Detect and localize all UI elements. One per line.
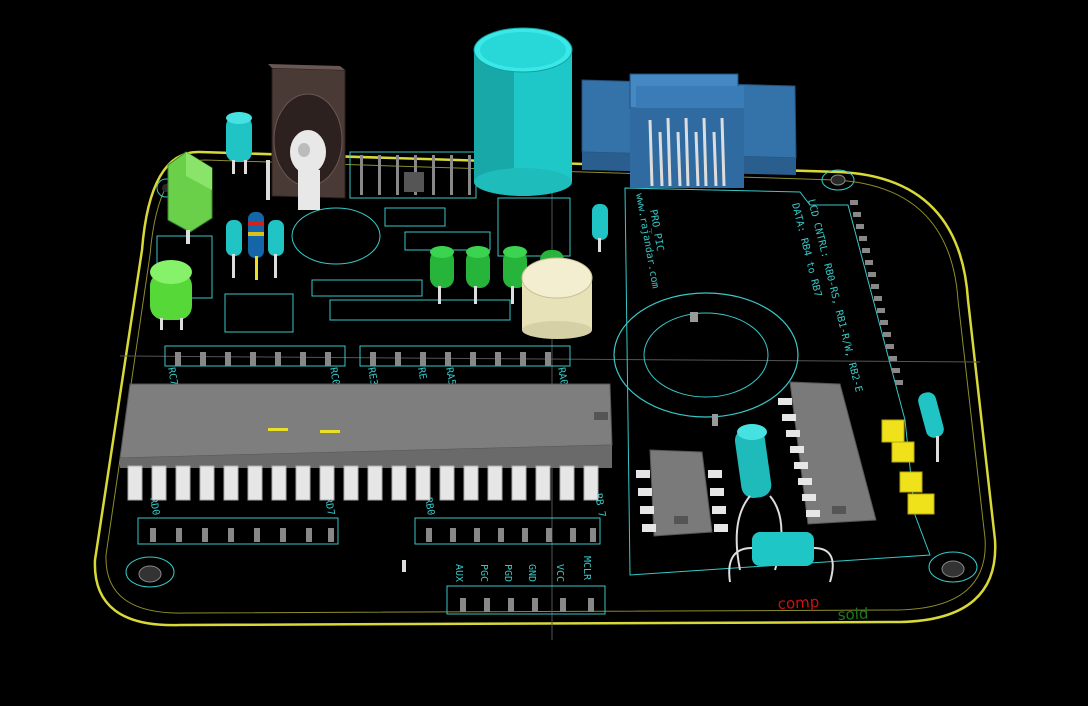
port-labels-top: RC7 RC0 RE3 RE 0 RA5 RA0 [165, 367, 569, 393]
silk-aux: AUX [453, 564, 464, 582]
small-capacitor-cyan-3 [592, 204, 608, 252]
resistor-blue [248, 212, 264, 280]
board-outline-inner [105, 159, 986, 614]
layer-label-comp: comp [777, 593, 819, 613]
dc-power-jack [266, 64, 346, 210]
port-d-header [137, 517, 339, 545]
icsp-header: AUX PGC PGD GND VCC MCLR [446, 556, 606, 615]
buzzer [521, 257, 593, 339]
silk-pgd: PGD [502, 564, 513, 582]
resistor-cyan-horizontal [728, 532, 834, 583]
silk-rc0: RC0 [327, 367, 341, 387]
small-capacitor-cyan-2 [226, 220, 284, 278]
ic-dip16 [778, 381, 877, 525]
electrolytic-capacitor-large [473, 27, 573, 196]
speaker-outline [613, 292, 799, 418]
silk-pgc: PGC [478, 564, 489, 582]
silk-mclr: MCLR [581, 556, 592, 581]
layer-label-sold: sold [837, 604, 869, 624]
small-capacitor-cyan-4 [918, 392, 944, 462]
lcd-pin-header [850, 200, 903, 385]
port-labels-bottom: RD0 RD7 RB0 RB 7 [147, 493, 607, 519]
db9-serial-connector [581, 73, 797, 188]
silk-ra0: RA0 [555, 367, 569, 387]
microcontroller-pins [127, 465, 599, 501]
microcontroller-dip40 [119, 383, 613, 468]
silk-vcc: VCC [554, 564, 565, 582]
mounting-hole-bl [125, 556, 175, 588]
voltage-regulator [167, 151, 213, 244]
header-block [360, 155, 471, 195]
silk-rc7: RC7 [165, 367, 179, 387]
port-b-header [414, 517, 601, 545]
small-capacitor-cyan-1 [226, 112, 252, 174]
silk-re3: RE3 [365, 367, 379, 387]
resistor-array-row [164, 345, 571, 367]
mounting-hole-br [928, 551, 978, 583]
silk-rd7: RD7 [322, 497, 336, 517]
led-green-large [150, 260, 192, 330]
led-yellow-group [881, 419, 935, 515]
mounting-hole-tr [821, 169, 855, 191]
silk-rd0: RD0 [147, 497, 161, 517]
silk-rb0: RB0 [422, 497, 436, 517]
ic-dip8 [636, 449, 728, 537]
silk-gnd: GND [526, 564, 537, 582]
silk-ra5: RA5 [443, 367, 457, 387]
